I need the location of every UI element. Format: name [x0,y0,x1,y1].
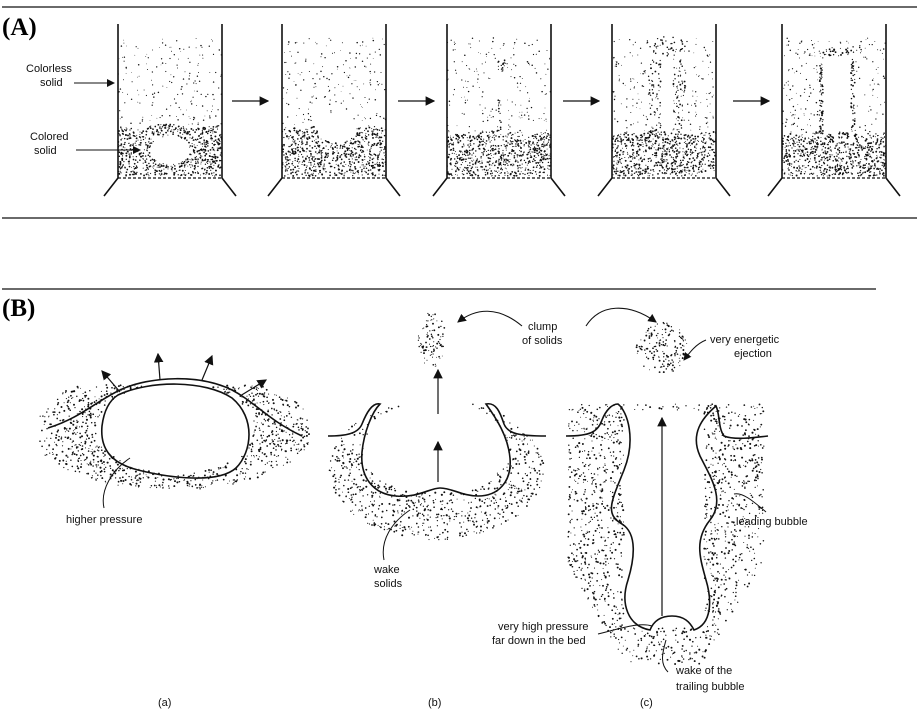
clump-arrow-right [586,308,656,326]
panel-b-stipple [39,313,764,665]
leading-bubble-label: leading bubble [736,516,808,528]
sub-label-c: (c) [640,697,653,709]
sub-label-b: (b) [428,697,441,709]
colorless-label-line1: Colorless [26,63,72,75]
bubble-a-cavity [102,384,249,478]
sub-label-a: (a) [158,697,171,709]
bubble-a-outline [48,379,302,436]
bed-5 [768,24,900,196]
very-high-pressure-label-1: very high pressure [498,621,589,633]
colorless-label-line2: solid [40,77,63,89]
wake-trailing-leader [663,640,669,672]
wake-trailing-label-2: trailing bubble [676,681,745,693]
higher-pressure-label: higher pressure [66,514,142,526]
colored-label-line2: solid [34,145,57,157]
colored-label-line1: Colored [30,131,69,143]
wake-trailing-label-1: wake of the [675,665,732,677]
expansion-arrow-2 [158,354,160,380]
panel-a-label: (A) [2,14,37,41]
very-high-pressure-label-2: far down in the bed [492,635,586,647]
ejection-label-2: ejection [734,348,772,360]
wake-solids-label-2: solids [374,578,403,590]
expansion-arrow-1 [102,371,120,392]
ejection-label-1: very energetic [710,334,780,346]
wake-solids-leader [383,510,410,560]
panel-a-bed-sequence [104,24,900,196]
wake-solids-label-1: wake [373,564,400,576]
bed-1 [104,24,236,196]
panel-b-label: (B) [2,295,35,322]
clump-label-1: clump [528,321,557,333]
leading-bubble-leader [734,494,766,512]
clump-arrow-left [458,311,522,326]
expansion-arrow-3 [202,356,212,380]
clump-label-2: of solids [522,335,563,347]
bed-2 [268,24,400,196]
ejection-arrow [684,340,706,360]
bed-4 [598,24,730,196]
bubble-b-outline [328,404,546,497]
bed-3 [433,24,565,196]
